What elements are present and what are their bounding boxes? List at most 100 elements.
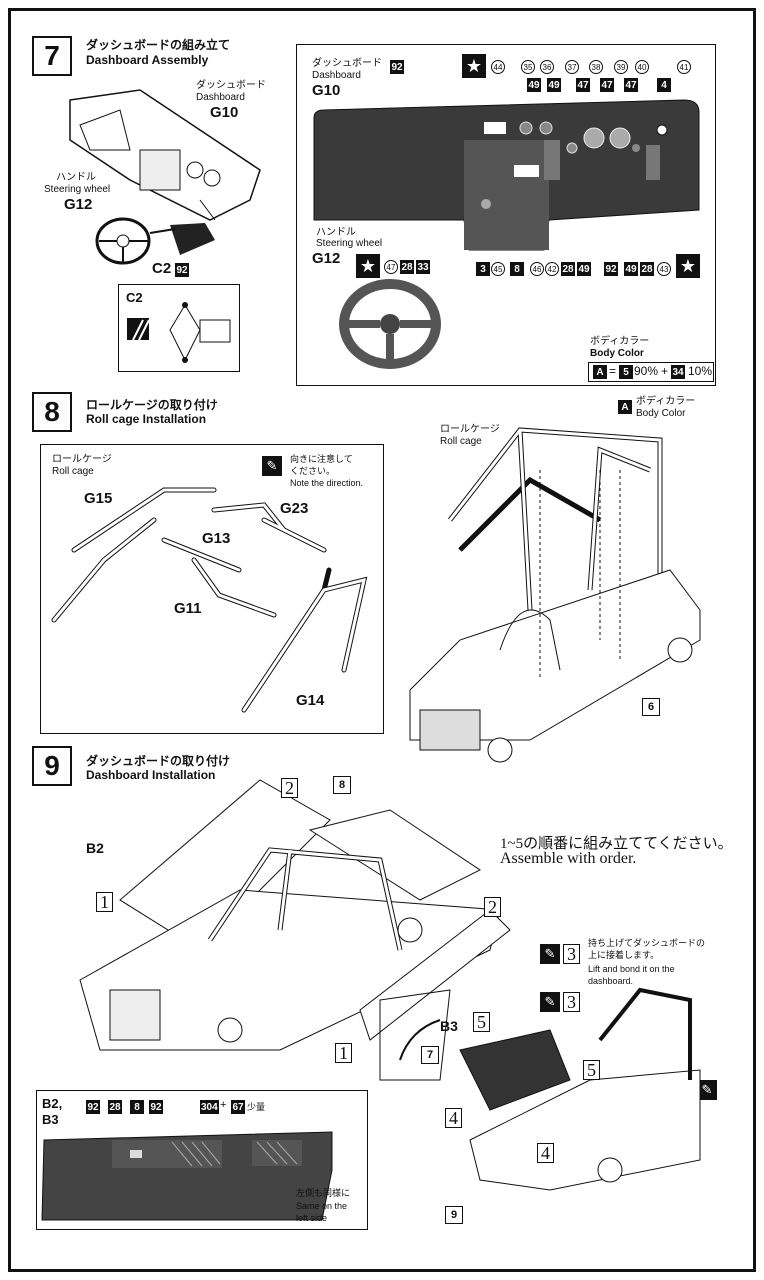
- label-b2: B2: [86, 840, 104, 856]
- seq-5-b: 5: [583, 1060, 600, 1080]
- color-49-c: 49: [577, 262, 591, 276]
- dash-detail-part: G10: [312, 82, 341, 99]
- seq-3-a: 3: [563, 944, 580, 964]
- glue-icon: ✎: [697, 1080, 717, 1100]
- color-4: 4: [657, 78, 671, 92]
- rc-left-en: Roll cage: [52, 466, 94, 477]
- door-mix-304: 304: [200, 1100, 219, 1114]
- part-g15: G15: [84, 490, 113, 507]
- decal-36: 36: [540, 60, 554, 74]
- decal-35: 35: [521, 60, 535, 74]
- wheel-label-jp: ハンドル: [56, 172, 96, 183]
- c2-detail-drawing: [127, 302, 231, 363]
- wheel-detail-part: G12: [312, 250, 341, 267]
- rc-right-jp: ロールケージ: [440, 424, 500, 435]
- wheel-label-en: Steering wheel: [44, 184, 111, 195]
- wheel-detail-en: Steering wheel: [316, 238, 383, 249]
- dashboard-panel-drawing: [313, 99, 700, 251]
- dash-part: G10: [210, 104, 239, 121]
- decal-42: 42: [545, 262, 559, 276]
- star-icon: ★: [462, 54, 486, 78]
- color-49-b: 49: [547, 78, 561, 92]
- dash-detail-en: Dashboard: [312, 70, 361, 81]
- caution-icon: ✎: [262, 456, 282, 476]
- part-g13: G13: [202, 530, 231, 547]
- body-color-34: 34: [671, 365, 685, 379]
- c2-label: C2: [152, 260, 172, 277]
- body-color-p1: 90%: [634, 364, 659, 378]
- decal-38: 38: [589, 60, 603, 74]
- bc-en: Body Color: [636, 408, 686, 419]
- roll-cage-parts-drawing: [51, 487, 368, 713]
- door-label: B2, B3: [42, 1096, 63, 1127]
- seq-5-a: 5: [473, 1012, 490, 1032]
- body-color-p2: 10%: [688, 364, 713, 378]
- color-3: 3: [476, 262, 490, 276]
- seq-1-a: 1: [96, 892, 113, 912]
- seq-3-b: 3: [563, 992, 580, 1012]
- color-47-c: 47: [624, 78, 638, 92]
- ref-step-8: 8: [333, 776, 351, 794]
- same-jp: 左側も同様に: [296, 1188, 351, 1198]
- ref-step-6: 6: [642, 698, 660, 716]
- page-frame: [8, 8, 756, 1272]
- chassis-assembly-drawing: [79, 779, 511, 1051]
- step-7-title-en: Dashboard Assembly: [86, 53, 209, 67]
- decal-41: 41: [677, 60, 691, 74]
- dash-label-en: Dashboard: [196, 92, 245, 103]
- seq-1-b: 1: [335, 1043, 352, 1063]
- dashboard-illustration: [69, 89, 261, 221]
- part-g23: G23: [280, 500, 309, 517]
- note-jp1: 向きに注意して: [290, 454, 353, 464]
- color-92: 92: [604, 262, 618, 276]
- body-color-plus: +: [661, 364, 669, 378]
- step-8-title-en: Roll cage Installation: [86, 412, 207, 426]
- color-47-a: 47: [576, 78, 590, 92]
- decal-39: 39: [614, 60, 628, 74]
- color-49-d: 49: [624, 262, 638, 276]
- color-28: 28: [561, 262, 575, 276]
- chassis-rollcage-drawing: [409, 427, 701, 763]
- part-g14: G14: [296, 692, 325, 709]
- step-9-title-jp: ダッシュボードの取り付け: [86, 754, 231, 768]
- door-color-92-b: 92: [149, 1100, 163, 1114]
- decal-47: 47: [384, 260, 398, 274]
- rc-left-jp: ロールケージ: [52, 454, 112, 465]
- note-en: Note the direction.: [290, 478, 364, 488]
- door-color-92: 92: [86, 1100, 100, 1114]
- step-8-number: 8: [32, 392, 72, 432]
- door-mix-67: 67: [231, 1100, 245, 1114]
- c2-detail-box: [118, 284, 240, 372]
- bc-jp: ボディカラー: [636, 396, 696, 407]
- decal-37: 37: [565, 60, 579, 74]
- color-8: 8: [510, 262, 524, 276]
- lift-en2: dashboard.: [588, 976, 634, 986]
- bc-a: A: [618, 400, 632, 414]
- glue-icon: ✎: [540, 944, 560, 964]
- glue-icon: ✎: [540, 992, 560, 1012]
- door-color-28: 28: [108, 1100, 122, 1114]
- steering-wheel-small: [95, 217, 151, 265]
- decal-45: 45: [491, 262, 505, 276]
- c2-detail-label: C2: [126, 290, 143, 305]
- dashboard-install-drawing: [379, 987, 701, 1191]
- color-28-b: 28: [640, 262, 654, 276]
- steering-wheel-large: [339, 279, 441, 369]
- body-color-jp: ボディカラー: [590, 336, 650, 347]
- rc-right-en: Roll cage: [440, 436, 482, 447]
- c2-part-shape: [149, 223, 215, 255]
- ref-step-7: 7: [421, 1046, 439, 1064]
- wheel-part: G12: [64, 196, 93, 213]
- lift-en1: Lift and bond it on the: [588, 964, 675, 974]
- color-49-a: 49: [527, 78, 541, 92]
- step-7-number: 7: [32, 36, 72, 76]
- door-mix-plus: +: [220, 1099, 227, 1111]
- body-color-5: 5: [619, 365, 633, 379]
- c2-color-92: 92: [175, 263, 189, 277]
- body-color-en: Body Color: [590, 348, 644, 359]
- star-icon: ★: [676, 254, 700, 278]
- door-color-8: 8: [130, 1100, 144, 1114]
- label-b3: B3: [440, 1018, 458, 1034]
- wheel-detail-jp: ハンドル: [316, 227, 356, 238]
- note-jp2: ください。: [290, 466, 336, 476]
